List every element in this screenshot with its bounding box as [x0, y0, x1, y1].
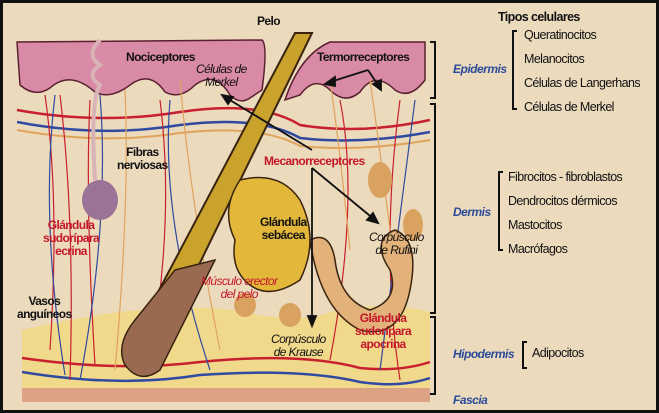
- hair-root: [120, 258, 217, 378]
- apocrine-gland: [309, 229, 414, 333]
- cell-type: Queratinocitos: [524, 28, 597, 42]
- artery-lower: [21, 356, 431, 371]
- vein-lower: [21, 370, 431, 386]
- bracket-hipodermis-cells: [522, 341, 527, 369]
- artery-upper: [16, 106, 431, 131]
- cell-types-title: Tipos celulares: [498, 10, 580, 24]
- cell-type: Macrófagos: [508, 242, 568, 256]
- label-pelo: Pelo: [257, 14, 281, 28]
- cell-type: Mastocitos: [508, 218, 562, 232]
- cell-type: Adipocitos: [532, 346, 584, 360]
- cell-type: Células de Merkel: [524, 100, 614, 114]
- label-nociceptores: Nociceptores: [126, 50, 195, 64]
- cell-type: Células de Langerhans: [524, 76, 641, 90]
- cell-type: Melanocitos: [524, 52, 585, 66]
- bracket-epidermis-cells: [512, 30, 517, 110]
- skin-illustration: [16, 32, 431, 402]
- fascia-layer: [22, 388, 430, 402]
- label-termorreceptores: Termorreceptores: [317, 50, 410, 64]
- cell-type: Dendrocitos dérmicos: [508, 194, 617, 208]
- bracket-dermis-cells: [498, 171, 503, 251]
- label-mecanorreceptores: Mecanorreceptores: [264, 154, 365, 168]
- bracket-dermis: [430, 103, 436, 314]
- layer-epidermis: Epidermis: [453, 62, 507, 76]
- layer-hipodermis: Hipodermis: [453, 347, 515, 361]
- eccrine-gland: [82, 180, 118, 220]
- cell-type: Fibrocitos - fibroblastos: [508, 170, 623, 184]
- pointer-arrows: [220, 69, 382, 329]
- epidermis-layer: [16, 39, 266, 102]
- layer-dermis: Dermis: [453, 205, 491, 219]
- bracket-hipodermis: [430, 316, 436, 395]
- eccrine-duct: [90, 38, 104, 181]
- bracket-epidermis: [430, 41, 436, 99]
- hypodermis-layer: [22, 306, 430, 395]
- sebaceous-gland: [227, 176, 311, 293]
- layer-fascia: Fascia: [453, 393, 488, 407]
